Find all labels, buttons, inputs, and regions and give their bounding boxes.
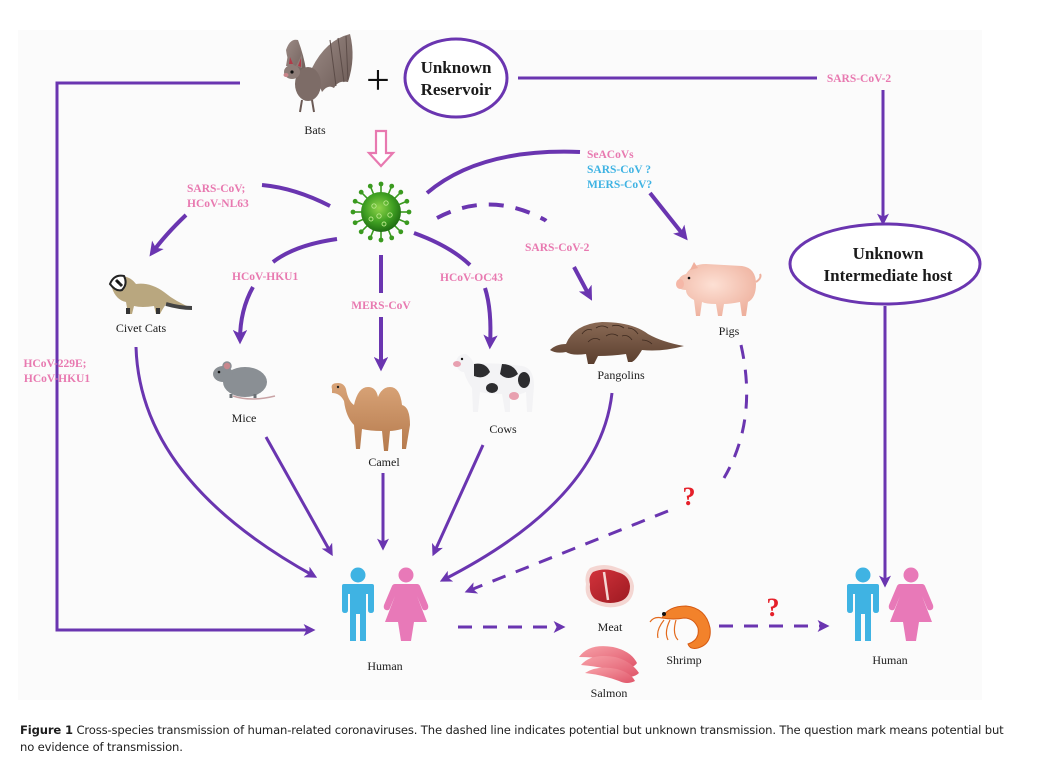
edges — [55, 76, 891, 636]
mice-label: Mice — [232, 411, 257, 425]
virus-spike-tip — [406, 209, 412, 215]
unknown-reservoir-line1: Unknown — [421, 58, 492, 77]
unknown-reservoir-node: Unknown Reservoir — [403, 37, 509, 119]
caption-figure-label: Figure 1 — [20, 723, 73, 737]
edge-label-seacovs: SeACoVs — [587, 149, 634, 161]
mouse-icon — [213, 361, 276, 400]
shrimp-label: Shrimp — [666, 653, 701, 667]
transmission-diagram: Bats + Unknown Reservoir SARS-CoV-2 Unkn… — [23, 34, 982, 700]
edge-mice-to-human — [264, 436, 333, 557]
bat-icon — [283, 34, 353, 113]
hollow-down-arrow — [366, 129, 396, 168]
male-figure-icon — [342, 567, 374, 641]
edge-civet-to-human — [134, 346, 318, 578]
virus-spike-tip — [378, 181, 384, 187]
edge-cows-to-human — [432, 444, 485, 557]
edge-label-mers-cov: MERS-CoV — [351, 300, 411, 312]
edge-virus-to-mice-lower — [232, 286, 255, 345]
caption-text: Cross-species transmission of human-rela… — [20, 723, 1004, 754]
edge-pangolins-to-human — [439, 392, 614, 582]
edge-label-hcov-hku1: HCoV-HKU1 — [232, 271, 298, 283]
virus-spike-tip — [358, 189, 364, 195]
cow-icon — [453, 354, 534, 412]
edge-label-mers-cov-pigs: MERS-CoV? — [587, 179, 652, 191]
shrimp-icon — [649, 605, 711, 649]
question-mark-pigs-to-human: ? — [683, 482, 696, 511]
virus-spike-tip — [367, 183, 373, 189]
edge-label-hcov-oc43: HCoV-OC43 — [440, 272, 503, 284]
edge-virus-to-mice-upper — [271, 237, 338, 264]
edge-label-hcov-229e-line2: HCoV-HKU1 — [24, 373, 90, 385]
question-mark-food-to-human: ? — [767, 593, 780, 622]
female-figure-icon — [383, 567, 429, 641]
edge-virus-to-cows-upper — [413, 231, 472, 267]
human-main-label: Human — [367, 659, 402, 673]
male-figure-icon — [847, 567, 879, 641]
edge-pigs-to-human-dashed-lower — [464, 509, 669, 594]
virus-spike-tip — [389, 235, 395, 241]
edge-label-sars-cov-2-pangolin: SARS-CoV-2 — [525, 242, 590, 254]
virus-spike-tip — [404, 198, 410, 204]
edge-virus-to-pangolins-lower — [572, 266, 593, 301]
camel-icon — [331, 383, 410, 451]
cows-label: Cows — [489, 422, 517, 436]
edge-bats-to-human — [55, 81, 316, 636]
virus-spike-tip — [398, 189, 404, 195]
unknown-reservoir-ellipse — [403, 37, 509, 119]
unknown-reservoir-line2: Reservoir — [421, 80, 492, 99]
edge-label-sars-cov-line2: HCoV-NL63 — [187, 198, 249, 210]
pangolins-label: Pangolins — [597, 368, 645, 382]
salmon-label: Salmon — [591, 686, 628, 700]
human-right-label: Human — [872, 653, 907, 667]
virus-spike-tip — [358, 229, 364, 235]
edge-virus-to-civet — [261, 183, 331, 208]
pigs-label: Pigs — [719, 324, 740, 338]
edge-label-sars-cov-2-top: SARS-CoV-2 — [827, 73, 892, 85]
edge-virus-to-pigs-upper — [425, 149, 581, 195]
unknown-intermediate-host-node: Unknown Intermediate host — [788, 222, 982, 306]
meat-label: Meat — [598, 620, 623, 634]
unknown-intermediate-host-line1: Unknown — [853, 244, 924, 263]
bats-label: Bats — [304, 123, 326, 137]
pig-icon — [676, 262, 762, 316]
edge-virus-to-cows-lower — [483, 287, 498, 350]
virus-spike-tip — [350, 209, 356, 215]
virus-spike-tip — [398, 229, 404, 235]
edge-label-sars-cov-line1: SARS-CoV; — [187, 183, 245, 195]
unknown-intermediate-host-ellipse — [788, 222, 982, 306]
female-figure-icon — [888, 567, 934, 641]
plus-sign: + — [366, 58, 390, 104]
virus-spike-tip — [367, 235, 373, 241]
human-pair-icon-right — [847, 567, 934, 641]
edge-virus-to-pangolins-dashed — [436, 202, 548, 223]
pangolin-icon — [550, 322, 684, 364]
coronavirus-icon — [350, 181, 412, 243]
figure-caption: Figure 1 Cross-species transmission of h… — [20, 722, 1010, 756]
edge-virus-to-pigs-lower — [648, 191, 688, 241]
steak-icon — [585, 565, 634, 608]
virus-spike-tip — [378, 237, 384, 243]
human-pair-icon — [342, 567, 429, 641]
edge-virus-to-civet-lower — [149, 213, 188, 257]
unknown-intermediate-host-line2: Intermediate host — [824, 266, 953, 285]
civet-icon — [108, 274, 193, 314]
virus-spike-tip — [404, 220, 410, 226]
virus-spike-tip — [352, 198, 358, 204]
civet-cats-label: Civet Cats — [116, 321, 167, 335]
virus-spike-tip — [389, 183, 395, 189]
virus-spike-tip — [352, 220, 358, 226]
edge-label-sars-cov-pigs: SARS-CoV ? — [587, 164, 651, 176]
salmon-icon — [579, 646, 639, 683]
camel-label: Camel — [368, 455, 400, 469]
edge-label-hcov-229e-line1: HCoV-229E; — [23, 358, 86, 370]
